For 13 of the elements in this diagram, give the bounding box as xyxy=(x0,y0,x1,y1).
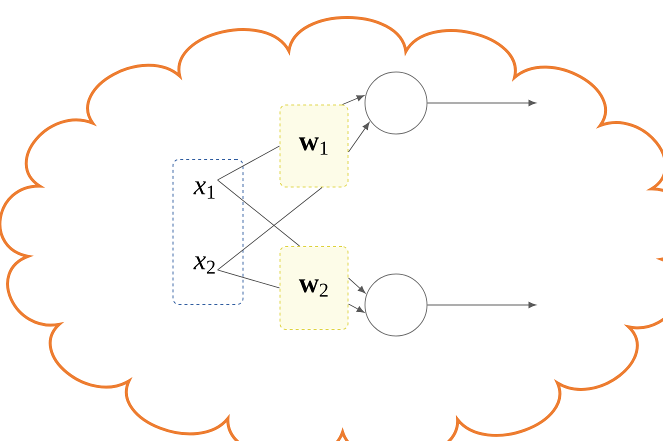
weight-box: w$_{2}$ xyxy=(280,246,348,330)
arrow xyxy=(348,304,364,313)
arrow xyxy=(427,100,536,106)
input-label: x$_{1}$ xyxy=(193,181,215,199)
arrow xyxy=(348,278,366,294)
input-label: x$_{2}$ xyxy=(193,256,215,274)
neuron-circle xyxy=(364,72,428,134)
arrow xyxy=(342,95,364,105)
input-box xyxy=(172,159,244,305)
weight-box: w$_{1}$ xyxy=(280,104,348,188)
neuron-circle xyxy=(364,274,428,336)
arrow xyxy=(427,302,536,308)
arrow xyxy=(348,122,370,152)
